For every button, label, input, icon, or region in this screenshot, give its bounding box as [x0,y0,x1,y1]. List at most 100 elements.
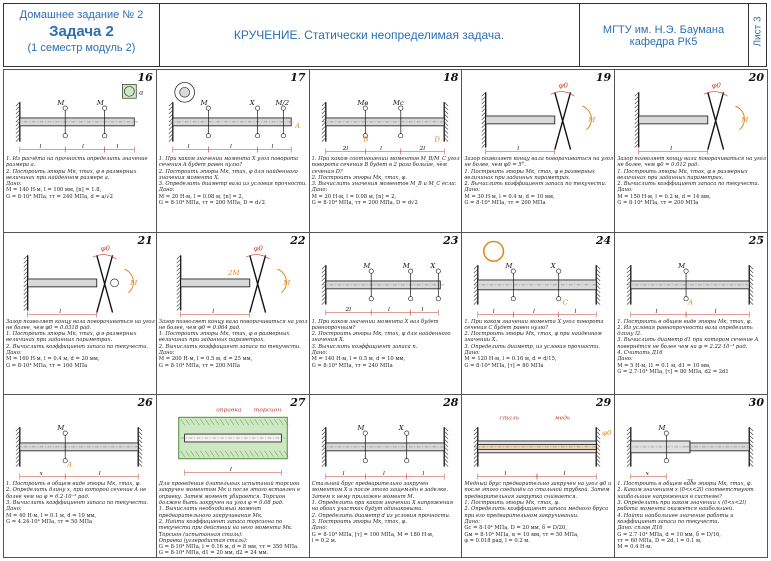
dimension-label: l [656,309,658,315]
mandrel-hatch [244,450,249,458]
task-line: 4. Найти наибольшее значение работы и ко… [617,512,734,525]
section-tube [483,240,505,262]
moment-label: M [56,424,65,432]
wall-hatch [596,442,601,448]
dimension-label: l [383,471,385,477]
moment-symbol [511,295,517,301]
wall-hatch [596,462,601,468]
wall-hatch [321,296,326,301]
wall-hatch [481,123,487,129]
wall-hatch [138,435,143,440]
wall-hatch [138,446,143,452]
task-line: Стальной брус предварительно закручен мо… [311,481,448,500]
mandrel-hatch [269,450,274,458]
task-line: 3. Вычислить коэффициент запаса n. [311,343,418,350]
wall-hatch [176,282,181,287]
sheet-label-box: Лист 3 [749,4,766,66]
moment-symbol [407,268,413,274]
given-data-line: M = 20 Н·м, l = 0.08 м, [n] = 2, [311,193,397,200]
task-number: 23 [443,233,459,247]
task-number: 19 [595,71,612,84]
task-line: Для проведения длительных испытаний торс… [158,481,300,507]
wall-hatch [15,125,21,131]
wall-hatch [626,427,632,432]
wall-hatch [23,298,28,303]
dimension-label: l [342,471,344,477]
size-a-label: a [139,88,143,96]
wall-hatch [634,92,640,97]
task-text: Для проведения длительных испытаний торс… [159,481,308,557]
moment-label: M [56,99,65,107]
dimension-label: 2l [418,146,425,152]
wall-hatch [176,258,181,263]
task-number: 24 [595,233,612,247]
wall-hatch [474,458,479,464]
wall-hatch [443,125,448,131]
wall-hatch [138,431,143,436]
wall-hatch [749,288,754,293]
task-line: 1. Построить в общем виде эпюры Mк, τmax… [617,481,753,488]
wall-hatch [474,268,479,273]
wall-hatch [15,438,21,444]
task-text: 1. Построить в общем виде эпюры Mк, τmax… [6,481,155,525]
task-line: 2. Определить длину x, при которой сечен… [6,487,147,500]
task-line: Дано: [617,356,633,363]
wall-hatch [749,462,754,468]
moment-symbol [362,430,368,436]
moment-label: Mс [392,99,404,107]
moment-arc [277,268,287,293]
wall-hatch [168,101,173,107]
point-D-label: D [433,136,440,144]
wall-hatch [474,300,479,305]
task-line: 2. Найти коэффициент запаса торсиона по … [158,518,293,532]
task-line: 3. Вычислить значения моментов M_B и M_C… [311,181,457,188]
wall-hatch [749,284,754,289]
task-number: 17 [290,71,306,84]
mandrel-hatch [190,419,195,426]
wall-hatch [443,438,448,444]
task-line: 2. Вычислить коэффициент запаса по текуч… [464,181,607,188]
mandrel-hatch [185,450,190,458]
wall-hatch [626,431,632,436]
dimension-label: l [380,146,382,152]
mandrel-hatch [249,419,254,426]
dimension-label: l [388,307,390,313]
moment-label: M [199,99,208,107]
moment-symbol [403,430,409,436]
wall-hatch [596,292,601,297]
wall-hatch [15,427,21,432]
shaft [638,115,709,125]
shaft [180,278,250,287]
section-circle [124,86,135,97]
moment-symbol [102,105,108,111]
dimension-label: l [533,309,535,315]
task-line: Дано: [158,350,175,357]
wall-hatch [481,107,487,113]
dimension-label: l [59,309,61,315]
wall-hatch [321,431,326,436]
task-line: Дано: [464,518,480,525]
dimension-label: 2l [686,479,693,482]
wall-hatch [481,119,487,125]
given-data-line: Gс = 8·10⁴ МПа, D = 20 мм, δ = D/20, [464,525,567,532]
task-line: 2. Построить эпюры Mк, τmax, φ при найде… [464,331,602,344]
task-text: Зазор позволяет концу вала поворачиватьс… [6,319,155,369]
moment-symbol [397,133,403,139]
wall-hatch [321,288,326,293]
task-line: 1. Построить эпюры Mк, τmax, φ. [464,500,560,507]
wall-hatch [23,286,28,291]
wall-hatch [443,105,448,111]
wall-hatch [443,446,448,452]
wall-hatch [474,438,479,444]
wall-hatch [474,462,479,468]
task-line: 2. Вычислить коэффициент запаса по текуч… [6,343,149,350]
wall-hatch [749,450,754,456]
wall-hatch [23,262,28,267]
